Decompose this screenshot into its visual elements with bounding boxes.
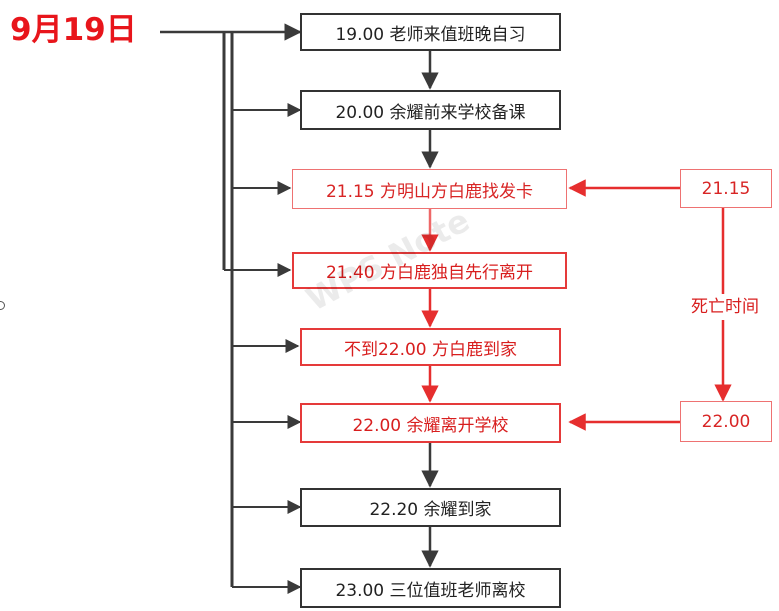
event-box-e1: 19.00 老师来值班晚自习 [300,13,561,51]
death-end-box: 22.00 [680,401,772,442]
event-box-e6: 22.00 余耀离开学校 [300,403,561,443]
event-box-e2: 20.00 余耀前来学校备课 [300,90,561,130]
event-box-e8: 23.00 三位值班老师离校 [300,568,561,608]
event-box-e3: 21.15 方明山方白鹿找发卡 [292,169,567,209]
event-box-e4: 21.40 方白鹿独自先行离开 [292,252,567,289]
event-box-e5: 不到22.00 方白鹿到家 [300,328,561,366]
death-time-label: 死亡时间 [680,294,770,320]
death-start-box: 21.15 [680,169,772,208]
date-label: 9月19日 [10,12,137,48]
event-box-e7: 22.20 余耀到家 [300,488,561,527]
edge-handle-icon[interactable] [0,301,5,310]
